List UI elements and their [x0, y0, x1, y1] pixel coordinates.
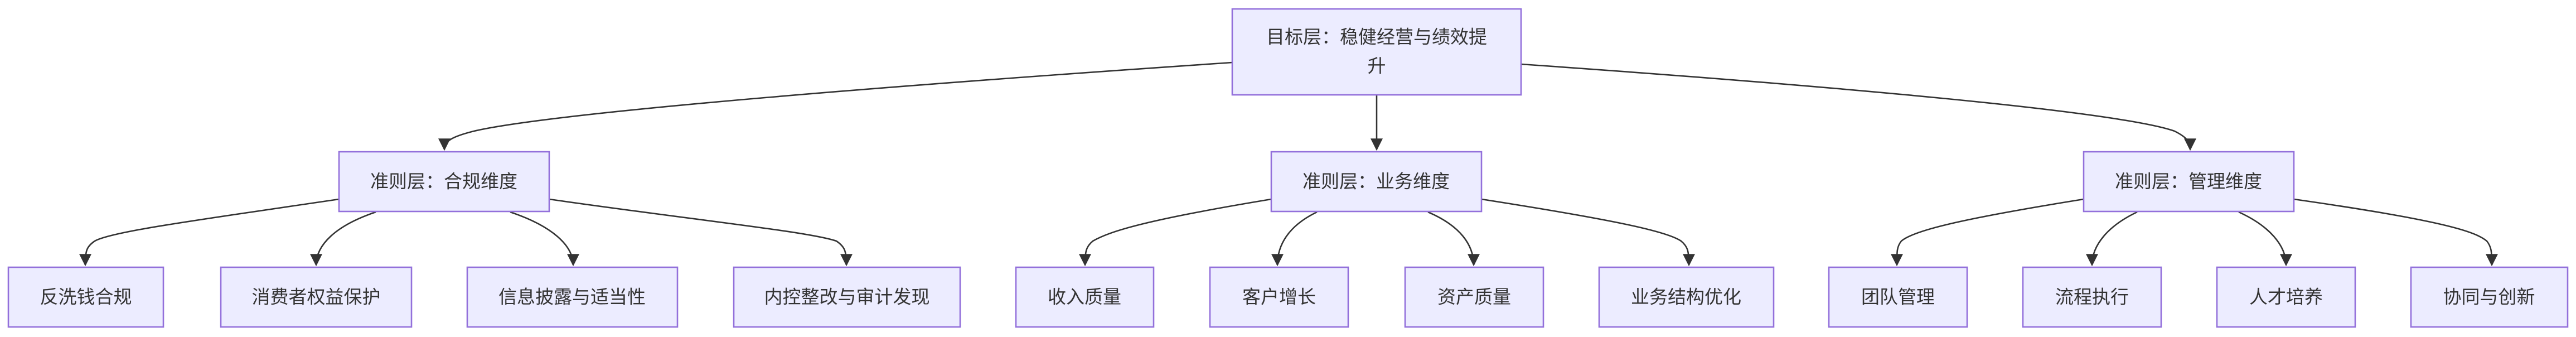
edge-business-structure: [1481, 198, 1695, 267]
edge-business-customer: [1271, 211, 1318, 267]
edge-management-talent: [2238, 211, 2292, 267]
node-internal-control-label: 内控整改与审计发现: [764, 286, 930, 308]
node-management-label: 准则层：管理维度: [2115, 171, 2262, 192]
node-goal: 目标层：稳健经营与绩效提 升: [1231, 8, 1522, 96]
node-process-label: 流程执行: [2055, 286, 2129, 308]
node-compliance-label: 准则层：合规维度: [370, 171, 517, 192]
edge-goal-compliance: [438, 61, 1233, 151]
node-asset: 资产质量: [1404, 266, 1544, 328]
node-consumer: 消费者权益保护: [220, 266, 413, 328]
node-customer: 客户增长: [1209, 266, 1349, 328]
node-compliance: 准则层：合规维度: [338, 151, 550, 213]
node-consumer-label: 消费者权益保护: [252, 286, 381, 308]
node-goal-label-line1: 目标层：稳健经营与绩效提: [1266, 26, 1487, 48]
node-team: 团队管理: [1828, 266, 1968, 328]
edge-compliance-internal: [549, 198, 853, 267]
node-business: 准则层：业务维度: [1270, 151, 1483, 213]
edge-management-process: [2086, 211, 2138, 267]
node-aml-label: 反洗钱合规: [40, 286, 132, 308]
edge-compliance-aml: [79, 198, 340, 267]
edge-business-asset: [1427, 211, 1480, 267]
node-management: 准则层：管理维度: [2083, 151, 2295, 213]
node-goal-label-line2: 升: [1368, 55, 1386, 77]
edge-compliance-consumer: [310, 211, 376, 267]
node-customer-label: 客户增长: [1242, 286, 1316, 308]
node-talent-label: 人才培养: [2249, 286, 2323, 308]
node-disclosure-label: 信息披露与适当性: [498, 286, 646, 308]
edge-goal-management: [1521, 63, 2196, 151]
node-asset-label: 资产质量: [1437, 286, 1511, 308]
node-innovation-label: 协同与创新: [2443, 286, 2535, 308]
edge-compliance-disclosure: [510, 211, 579, 267]
node-revenue: 收入质量: [1015, 266, 1155, 328]
edge-management-innovation: [2293, 198, 2498, 267]
node-aml: 反洗钱合规: [7, 266, 164, 328]
node-talent: 人才培养: [2216, 266, 2356, 328]
node-disclosure: 信息披露与适当性: [466, 266, 679, 328]
node-internal-control: 内控整改与审计发现: [733, 266, 961, 328]
node-structure-label: 业务结构优化: [1631, 286, 1741, 308]
node-process: 流程执行: [2022, 266, 2162, 328]
node-structure: 业务结构优化: [1598, 266, 1775, 328]
node-revenue-label: 收入质量: [1048, 286, 1121, 308]
node-team-label: 团队管理: [1861, 286, 1935, 308]
node-innovation: 协同与创新: [2410, 266, 2569, 328]
node-business-label: 准则层：业务维度: [1302, 171, 1450, 192]
edge-business-revenue: [1079, 198, 1272, 267]
edge-management-team: [1891, 198, 2084, 267]
